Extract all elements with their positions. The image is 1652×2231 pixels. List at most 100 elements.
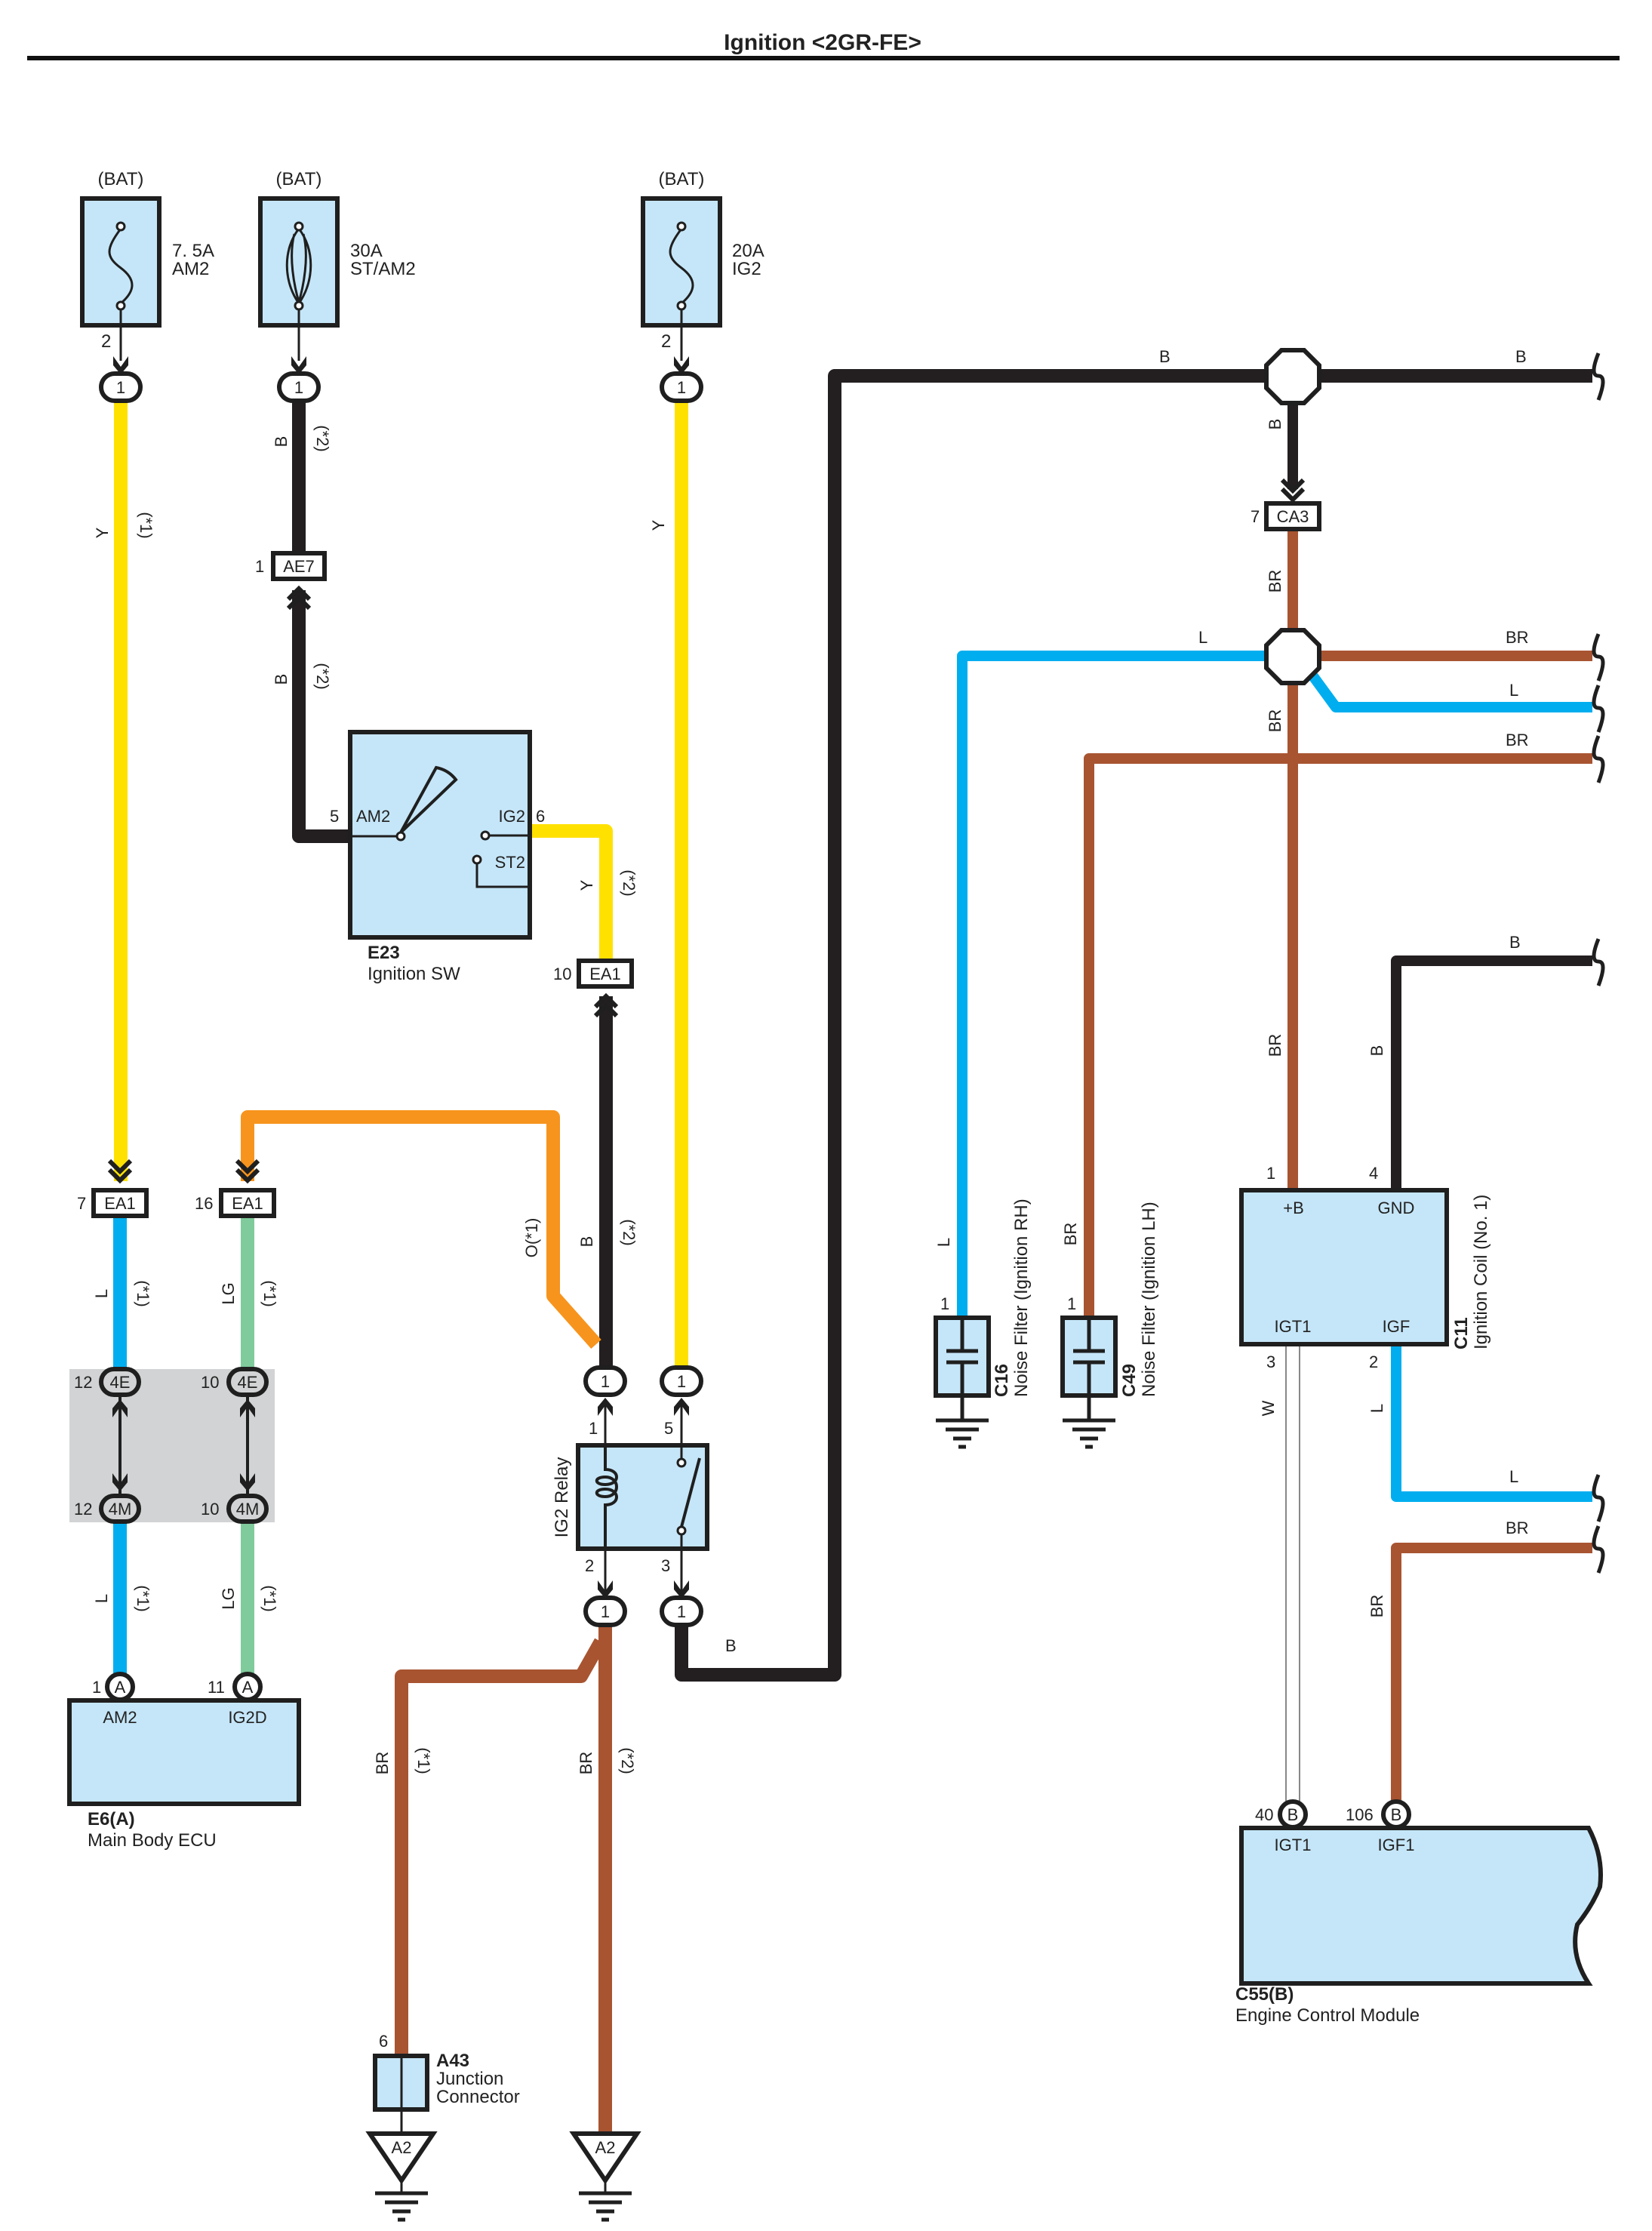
svg-text:(*1): (*1) (134, 1585, 152, 1611)
ground-icon (936, 1418, 989, 1449)
splice-point-2 (1264, 628, 1321, 685)
svg-text:BR: BR (1266, 1034, 1284, 1057)
svg-text:B: B (1367, 1045, 1386, 1057)
svg-text:(*1): (*1) (134, 1280, 152, 1306)
svg-text:5: 5 (664, 1419, 673, 1438)
pin-number: 2 (101, 331, 111, 352)
svg-text:1: 1 (677, 378, 686, 397)
svg-text:10: 10 (201, 1500, 219, 1519)
title-rule (27, 56, 1620, 60)
ground-a2-left: A2 (365, 2131, 438, 2222)
wire-break-icon (1592, 352, 1605, 401)
fuse-name: ST/AM2 (350, 259, 416, 279)
svg-text:2: 2 (1369, 1352, 1378, 1371)
component-name: Main Body ECU (88, 1830, 217, 1851)
component-name: Connector (436, 2087, 520, 2107)
svg-text:B: B (1391, 1805, 1402, 1824)
svg-text:5: 5 (330, 807, 339, 826)
wire-labels: Y (*1) B (*2) B (*2) Y Y (*2) O(*1) B (*… (92, 347, 1529, 1774)
junction-block-4e-4m: 4E 12 4E 10 4M 12 4M 10 (69, 1367, 275, 1524)
wire-break-icon (1592, 735, 1605, 783)
svg-text:1: 1 (677, 1602, 686, 1621)
svg-text:4E: 4E (238, 1373, 258, 1392)
svg-text:12: 12 (74, 1500, 92, 1519)
wire-break-icon (1592, 685, 1605, 733)
svg-text:12: 12 (74, 1373, 92, 1392)
relay-switch-icon (680, 1457, 701, 1528)
wire-break-icon (1592, 1474, 1605, 1522)
component-name: Ignition SW (368, 964, 460, 984)
wire-br-igf1 (1391, 1543, 1592, 1805)
component-name: Engine Control Module (1235, 2005, 1420, 2026)
component-code: C49 (1119, 1364, 1140, 1397)
component-name: Ignition Coil (No. 1) (1471, 1195, 1491, 1349)
svg-text:3: 3 (661, 1556, 670, 1575)
svg-text:BR: BR (373, 1752, 392, 1775)
svg-text:11: 11 (208, 1678, 225, 1697)
component-code: A43 (436, 2051, 469, 2071)
svg-text:4M: 4M (109, 1500, 132, 1519)
svg-text:4: 4 (1369, 1164, 1378, 1183)
fuse-source-label: (BAT) (659, 169, 705, 189)
svg-text:B: B (1287, 1805, 1299, 1824)
noise-filter-c49: 1 C49 Noise Filter (Ignition LH) (1060, 1202, 1159, 1449)
svg-text:IG2: IG2 (499, 807, 525, 826)
svg-text:7: 7 (77, 1194, 86, 1213)
svg-text:B: B (1515, 347, 1527, 366)
svg-text:BR: BR (577, 1752, 595, 1775)
wire-break-icon (1592, 1525, 1605, 1574)
component-code: E6(A) (88, 1809, 135, 1829)
svg-text:(*2): (*2) (313, 425, 332, 451)
fuse-rating: 30A (350, 241, 383, 261)
svg-text:10: 10 (201, 1373, 219, 1392)
wire-b-relay3-bus (675, 369, 1266, 1682)
svg-text:1: 1 (92, 1678, 101, 1697)
wire-o (241, 1110, 601, 1349)
ignition-switch: 5 AM2 IG2 6 ST2 E23 Ignition SW (330, 730, 545, 984)
connector-ca3: CA3 7 (1251, 480, 1321, 531)
connector-pin-1: 1 (583, 1365, 627, 1397)
svg-text:40: 40 (1255, 1805, 1273, 1824)
wires (113, 369, 1592, 2133)
svg-text:BR: BR (1506, 1519, 1529, 1537)
svg-text:IGT1: IGT1 (1275, 1836, 1312, 1854)
ig2-relay: 1 5 2 3 IG2 Relay (552, 1398, 709, 1599)
svg-text:IG2D: IG2D (228, 1708, 266, 1727)
wire-break-icon (1592, 633, 1605, 682)
fuse-name: IG2 (732, 259, 761, 279)
svg-text:L: L (92, 1594, 111, 1603)
ignition-coil-c11: 1 4 +B GND IGT1 IGF 3 2 C11 Ignition Coi… (1239, 1164, 1491, 1371)
svg-text:GND: GND (1378, 1199, 1415, 1217)
component-name: Junction (436, 2069, 503, 2089)
svg-text:3: 3 (1266, 1352, 1275, 1371)
svg-text:A2: A2 (595, 2138, 616, 2157)
svg-text:Y: Y (93, 527, 112, 538)
svg-text:L: L (1509, 1467, 1518, 1486)
connector-pin-1: 1 (660, 1596, 703, 1627)
svg-text:BR: BR (1266, 570, 1284, 593)
svg-text:ST2: ST2 (495, 853, 525, 872)
svg-text:AM2: AM2 (103, 1708, 137, 1727)
fuse-st-am2: (BAT) 30A ST/AM2 (258, 169, 416, 361)
svg-text:IGF1: IGF1 (1378, 1836, 1415, 1854)
svg-text:(*2): (*2) (620, 869, 638, 896)
main-body-ecu: A 1 A 11 AM2 IG2D E6(A) Main Body ECU (67, 1672, 301, 1851)
svg-text:B: B (1509, 933, 1521, 952)
wire-l-c16 (957, 651, 1268, 1318)
component-code: C55(B) (1235, 1984, 1294, 2005)
svg-text:1: 1 (601, 1372, 610, 1391)
svg-text:1: 1 (294, 378, 303, 397)
svg-text:6: 6 (379, 2032, 388, 2051)
fuse-ig2: (BAT) 20A IG2 2 (641, 169, 764, 361)
svg-text:BR: BR (1367, 1595, 1386, 1618)
wire-br-c49 (1084, 753, 1592, 1318)
fuse-source-label: (BAT) (98, 169, 144, 189)
svg-text:1: 1 (1067, 1294, 1076, 1313)
capacitor-icon (1073, 1318, 1105, 1420)
svg-text:1: 1 (116, 378, 125, 397)
svg-text:CA3: CA3 (1277, 507, 1309, 526)
svg-text:4M: 4M (236, 1500, 260, 1519)
svg-text:1: 1 (601, 1602, 610, 1621)
engine-control-module-c55: B 40 B 106 IGT1 IGF1 C55(B) Engine Contr… (1235, 1799, 1603, 2026)
